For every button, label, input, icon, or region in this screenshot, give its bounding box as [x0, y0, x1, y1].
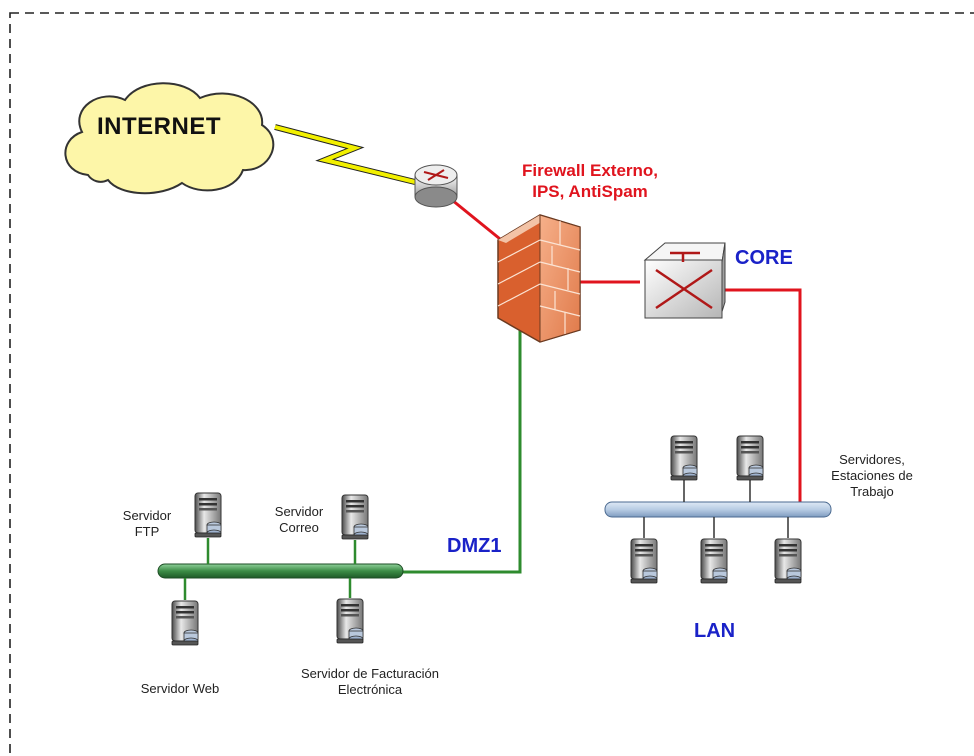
servidor-facturacion-line1: Servidor de Facturación: [300, 666, 439, 681]
firewall-label-line2: IPS, AntiSpam: [532, 182, 648, 201]
lan-label: LAN: [694, 620, 736, 642]
firewall-label: Firewall Externo, IPS, AntiSpam: [500, 160, 680, 202]
firewall-label-line1: Firewall Externo,: [521, 161, 659, 180]
dmz-bus: [157, 563, 404, 579]
lan-drops: [643, 480, 789, 538]
cloud-icon: [64, 82, 275, 195]
server-icon: [670, 435, 698, 481]
servidor-correo-label: Servidor Correo: [263, 504, 335, 536]
servidor-correo-line2: Correo: [279, 520, 319, 535]
server-icon: [736, 435, 764, 481]
server-icon: [700, 538, 728, 584]
dashed-border: [9, 12, 974, 756]
lan-bus: [604, 501, 832, 518]
dmz-link: [400, 328, 522, 574]
servidor-facturacion-label: Servidor de Facturación Electrónica: [275, 666, 465, 698]
firewall-icon: [497, 214, 581, 343]
server-icon: [774, 538, 802, 584]
servidores-label: Servidores, Estaciones de Trabajo: [812, 452, 932, 500]
red-links: [451, 198, 802, 505]
core-switch-icon: [643, 242, 726, 319]
lightning-link-icon: [274, 124, 416, 185]
server-icon: [341, 494, 369, 540]
core-label: CORE: [735, 247, 793, 269]
servidor-facturacion-line2: Electrónica: [337, 682, 403, 697]
servidores-line2: Estaciones de: [831, 468, 913, 483]
server-icon: [171, 600, 199, 646]
servidor-web-label: Servidor Web: [140, 681, 220, 696]
servidor-ftp-line1: Servidor: [122, 508, 172, 523]
servidor-ftp-line2: FTP: [134, 524, 160, 539]
servidor-ftp-label: Servidor FTP: [112, 508, 182, 540]
dmz-drops: [183, 538, 357, 600]
servidores-line1: Servidores,: [839, 452, 905, 467]
internet-label: INTERNET: [97, 113, 221, 140]
server-icon: [336, 598, 364, 644]
server-icon: [194, 492, 222, 538]
dmz-label: DMZ1: [447, 535, 502, 557]
servidor-correo-line1: Servidor: [274, 504, 324, 519]
router-icon: [414, 164, 458, 208]
server-icon: [630, 538, 658, 584]
servidores-line3: Trabajo: [850, 484, 894, 499]
